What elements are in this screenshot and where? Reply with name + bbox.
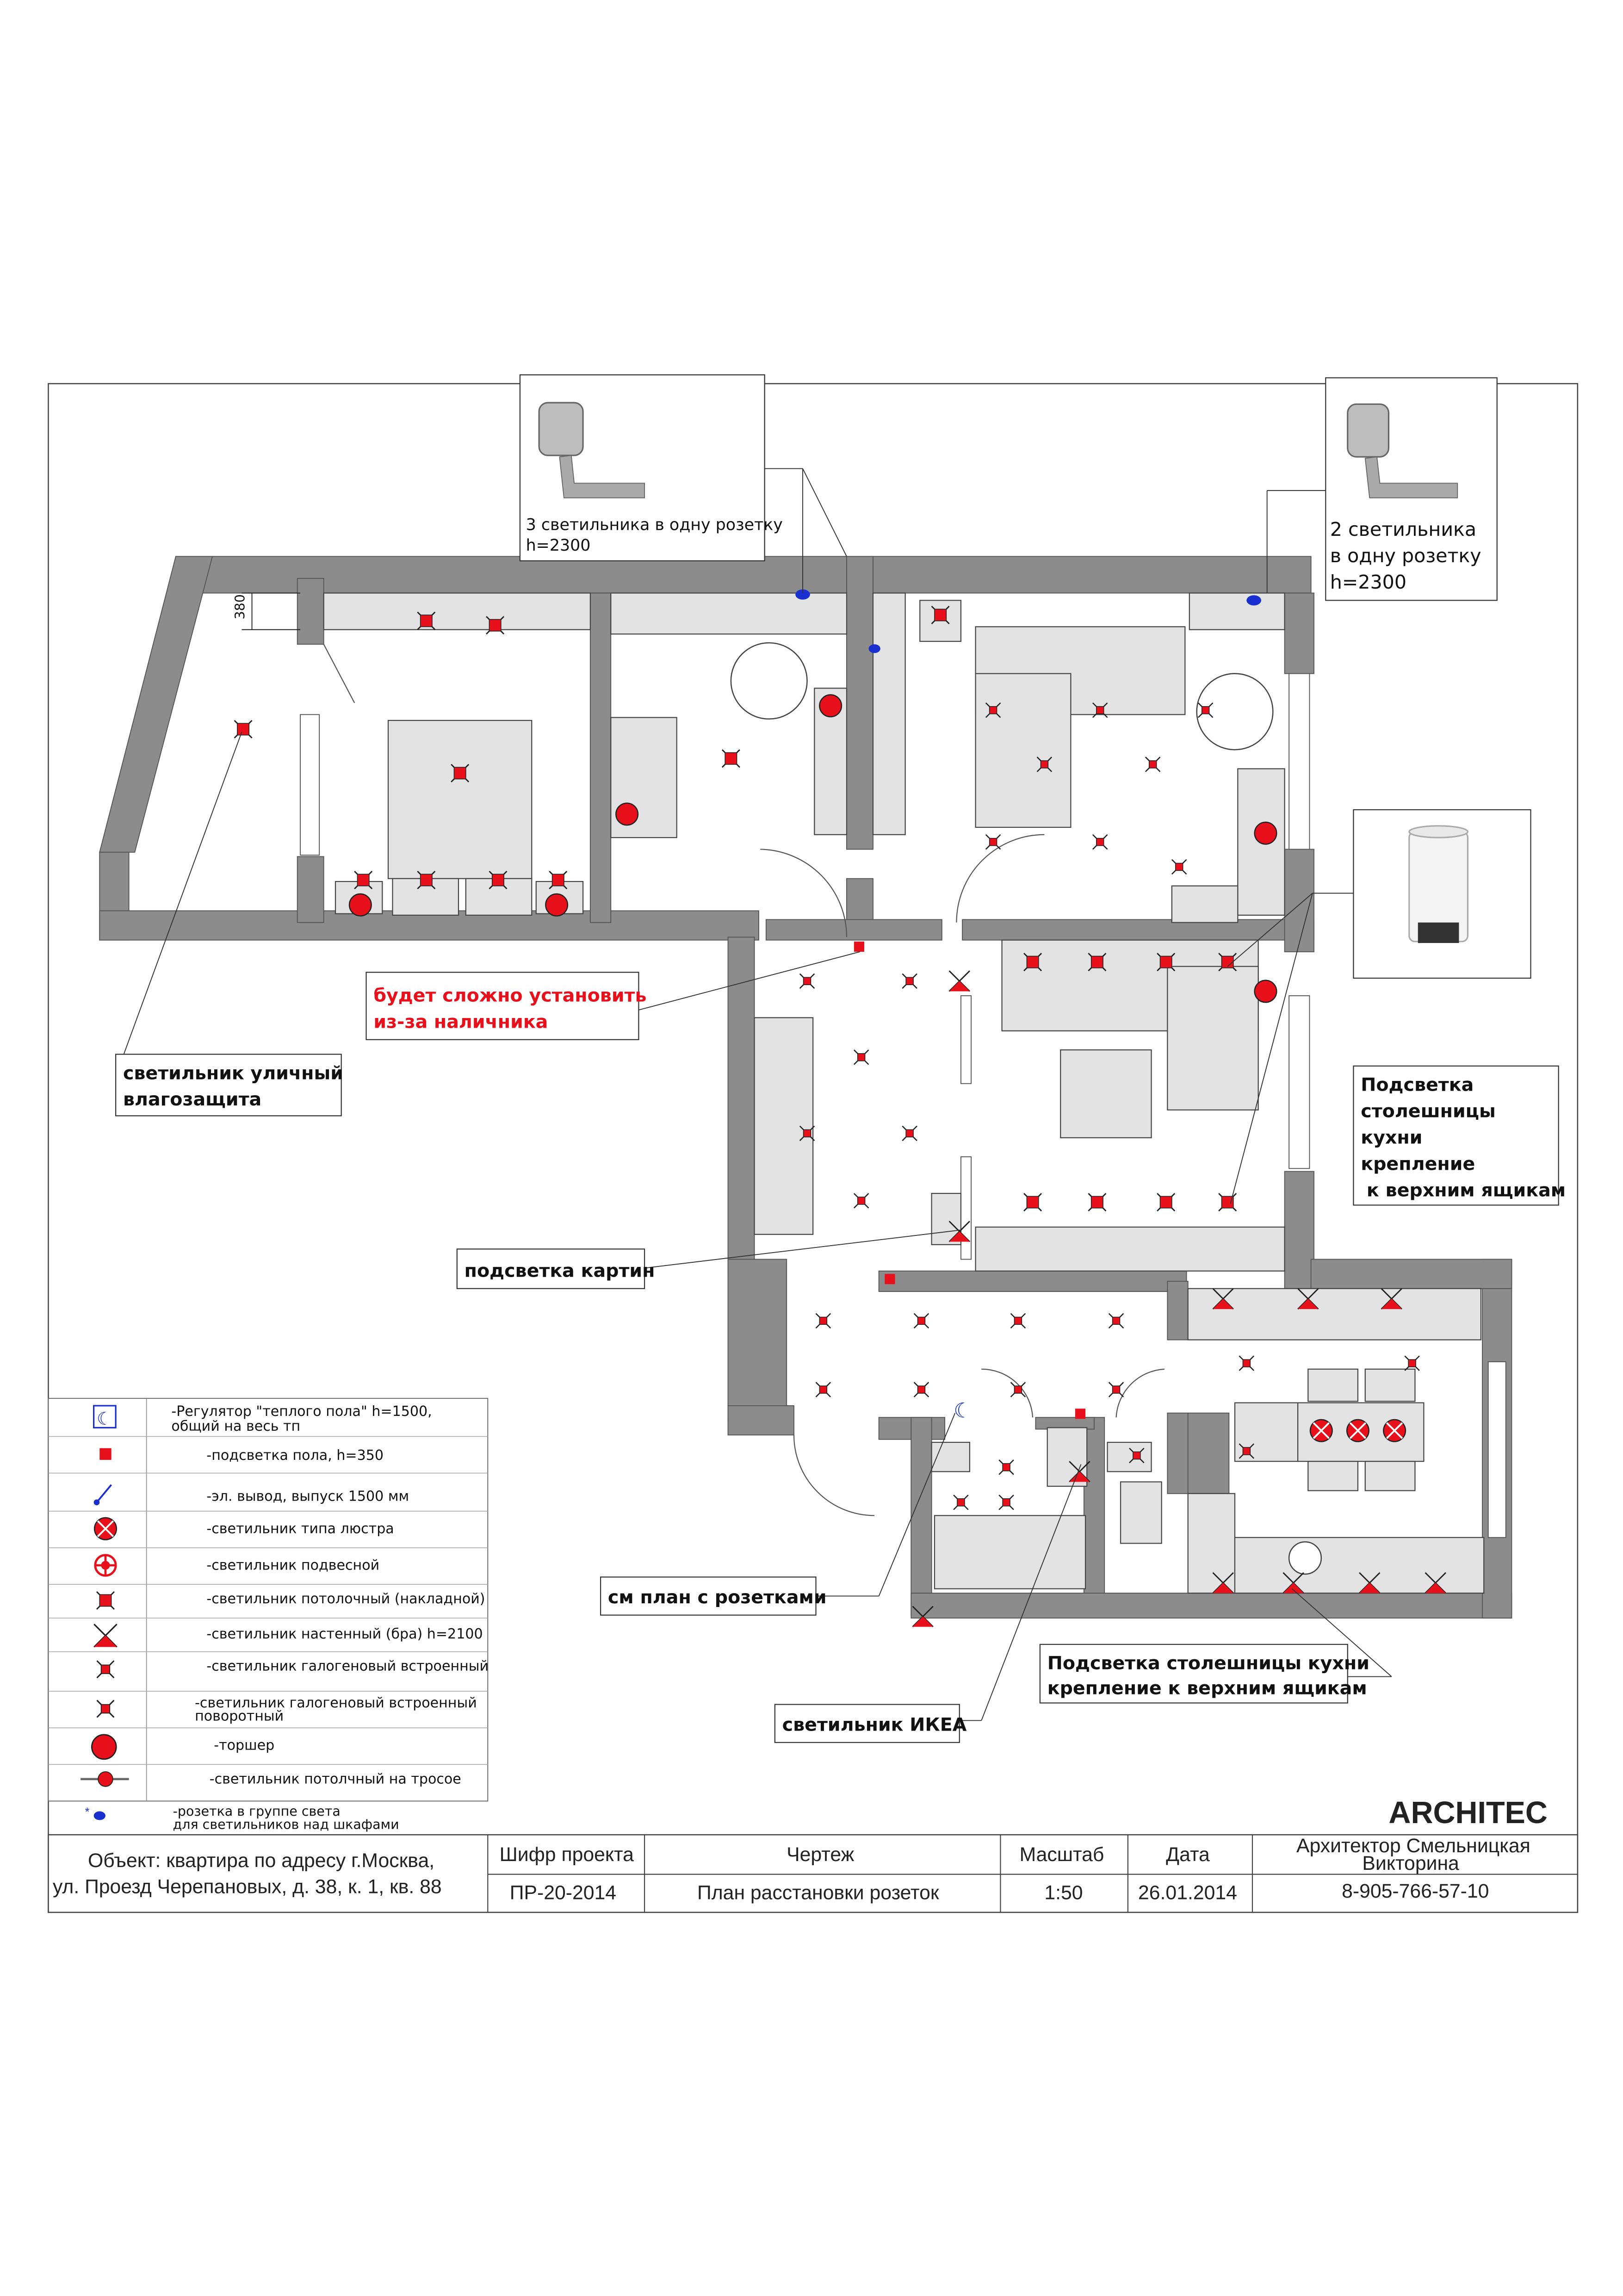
floor-light-squares [854, 941, 1086, 1419]
legend-icons: ☾ * [81, 1405, 129, 1820]
svg-text:-светильник потолчный на тросо: -светильник потолчный на тросое [210, 1771, 461, 1787]
scale-label: Масштаб [1020, 1843, 1104, 1866]
drawing-label: Чертеж [787, 1843, 854, 1866]
svg-text:Подсветка столешницы кухни: Подсветка столешницы кухни [1047, 1653, 1369, 1674]
furniture [323, 592, 1485, 1594]
svg-text:-подсветка пола, h=350: -подсветка пола, h=350 [206, 1447, 384, 1464]
svg-text:-светильник потолочный (наклад: -светильник потолочный (накладной) [206, 1591, 485, 1607]
svg-text:Подсветка: Подсветка [1361, 1074, 1474, 1096]
moon-regulator-icon: ☾ [97, 1409, 112, 1429]
brand-logo: ARCHITEC [1388, 1796, 1548, 1830]
socket-group-icon: * [85, 1806, 105, 1820]
svg-text:-светильник галогеновый встрое: -светильник галогеновый встроенный [195, 1695, 477, 1711]
svg-text:поворотный: поворотный [195, 1708, 284, 1724]
svg-text:светильник ИКЕА: светильник ИКЕА [782, 1714, 967, 1735]
architect-line2: Викторина [1362, 1852, 1459, 1874]
callout-countertop-bottom: Подсветка столешницы кухни крепление к в… [1039, 1644, 1369, 1704]
lamp-note-2: 2 светильника в одну розетку h=2300 [1325, 377, 1498, 601]
svg-text:будет сложно установить: будет сложно установить [373, 985, 646, 1006]
object-line2: ул. Проезд Черепановых, д. 38, к. 1, кв.… [53, 1876, 442, 1898]
door-swings [323, 644, 1165, 1516]
lamp3-line1: 3 светильника в одну розетку [526, 516, 783, 534]
svg-text:см план с розетками: см план с розетками [608, 1587, 827, 1608]
spotlight-photo [1353, 809, 1531, 979]
windows [300, 673, 1506, 1538]
callout-ikea: светильник ИКЕА [774, 1704, 967, 1743]
svg-text:подсветка картин: подсветка картин [465, 1260, 655, 1281]
round-tables [730, 642, 1322, 1575]
code-value: ПР-20-2014 [510, 1881, 616, 1904]
drawing-value: План расстановки розеток [697, 1881, 939, 1904]
chandelier-icon [93, 1517, 118, 1541]
callout-pictures: подсветка картин [456, 1248, 655, 1289]
svg-text:-розетка в группе света: -розетка в группе света [173, 1804, 341, 1819]
lamp2-line2: в одну розетку [1330, 545, 1481, 567]
svg-text:общий на весь тп: общий на весь тп [171, 1418, 300, 1434]
floor-lamp-icon [91, 1734, 117, 1760]
chandeliers [1309, 1419, 1406, 1443]
svg-text:☾: ☾ [954, 1399, 972, 1422]
architect-line1: Архитектор Смельницкая [1296, 1835, 1530, 1857]
lamp3-line2: h=2300 [526, 536, 591, 555]
dimension-line [242, 592, 301, 630]
wire-outlet-icon [93, 1484, 112, 1506]
svg-text:-светильник подвесной: -светильник подвесной [206, 1557, 379, 1573]
scale-value: 1:50 [1044, 1881, 1083, 1904]
date-label: Дата [1166, 1843, 1210, 1866]
svg-text:к верхним ящикам: к верхним ящикам [1367, 1179, 1566, 1201]
callout-outdoor-lamp: светильник уличный влагозащита [115, 1054, 343, 1117]
object-line1: Объект: квартира по адресу г.Москва, [88, 1849, 434, 1872]
svg-text:крепление: крепление [1361, 1153, 1475, 1174]
svg-text:кухни: кухни [1361, 1127, 1422, 1148]
dimension-380: 380 [233, 594, 248, 619]
phone-number: 8-905-766-57-10 [1342, 1880, 1489, 1902]
svg-text:-торшер: -торшер [214, 1738, 274, 1754]
svg-text:влагозащита: влагозащита [123, 1089, 261, 1110]
code-label: Шифр проекта [500, 1843, 634, 1866]
svg-text:для светильников над шкафами: для светильников над шкафами [173, 1817, 399, 1832]
title-block: Объект: квартира по адресу г.Москва, ул.… [48, 1834, 1579, 1913]
svg-text:светильник уличный: светильник уличный [123, 1062, 343, 1084]
pendant-icon [94, 1554, 117, 1577]
svg-text:из-за наличника: из-за наличника [373, 1011, 548, 1033]
callout-countertop-right: Подсветка столешницы кухни крепление к в… [1353, 1065, 1566, 1206]
svg-text:-светильник настенный (бра) h=: -светильник настенный (бра) h=2100 [206, 1626, 483, 1642]
cable-light-icon [81, 1771, 129, 1787]
svg-text:-Регулятор "теплого пола" h=15: -Регулятор "теплого пола" h=1500, [171, 1403, 432, 1420]
svg-text:*: * [85, 1806, 90, 1818]
walls [99, 556, 1512, 1619]
svg-text:-эл. вывод, выпуск 1500 мм: -эл. вывод, выпуск 1500 мм [206, 1489, 409, 1505]
svg-text:крепление к верхним ящикам: крепление к верхним ящикам [1047, 1677, 1367, 1699]
lamp2-line1: 2 светильника [1330, 518, 1476, 540]
lamp2-line3: h=2300 [1330, 571, 1406, 593]
socket-group-marks: ☾ [795, 589, 1261, 1422]
svg-text:столешницы: столешницы [1361, 1101, 1496, 1122]
leader-lines [115, 468, 1392, 1721]
ceiling-mount-icon [96, 1591, 115, 1610]
legend-table: ☾ * -Регулятор "теплого пола" h=1500, об… [48, 1398, 489, 1832]
lamp-note-3: 3 светильника в одну розетку h=2300 [519, 374, 783, 562]
callout-see-plan: см план с розетками [600, 1576, 827, 1616]
floor-light-square-icon [99, 1448, 112, 1460]
svg-text:-светильник галогеновый встрое: -светильник галогеновый встроенный [206, 1658, 489, 1675]
svg-text:-светильник типа люстра: -светильник типа люстра [206, 1520, 394, 1537]
date-value: 26.01.2014 [1138, 1881, 1237, 1904]
callout-hard-install: будет сложно установить из-за наличника [365, 972, 647, 1040]
